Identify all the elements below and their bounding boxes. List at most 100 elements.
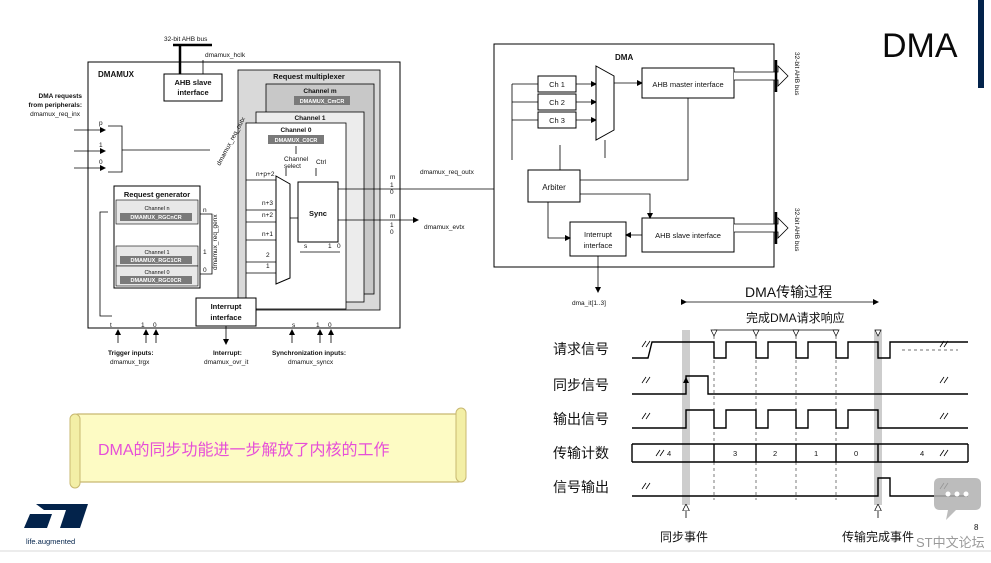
arbiter-label: Arbiter (542, 183, 566, 192)
out-0: 0 (390, 189, 394, 196)
channel-0-title: Channel 0 (280, 127, 311, 134)
mux-in-np2: n+p+2 (256, 171, 275, 178)
sync-in-bit-0: 0 (328, 322, 332, 329)
callout-scroll: DMA的同步功能进一步解放了内核的工作 (69, 407, 467, 489)
req-in-1: 1 (99, 142, 103, 149)
ahb-master-label: AHB master interface (652, 80, 723, 89)
dma-interrupt-line1: Interrupt (584, 230, 613, 239)
row-request: 请求信号 (553, 341, 609, 357)
interrupt-signal: dmamux_ovr_it (204, 359, 249, 366)
requests-label-3: dmamux_req_inx (30, 111, 81, 118)
gen-channel-0: Channel 0 (144, 270, 169, 276)
mux-in-2: 2 (266, 252, 270, 259)
req-outx-label: dmamux_req_outx (420, 169, 475, 176)
req-genx-label: dmamux_req_genx (212, 214, 219, 270)
dmamux-interrupt-line1: Interrupt (211, 302, 242, 311)
dma-ch1: Ch 1 (549, 80, 565, 89)
count-1: 3 (733, 449, 737, 458)
sync-bit-s: s (304, 243, 308, 250)
dma-ch3: Ch 3 (549, 116, 565, 125)
gen-register-1: DMAMUX_RGC1CR (130, 258, 181, 264)
out-m: m (390, 174, 395, 181)
trig-bit-t: t (110, 322, 112, 329)
wave-request (632, 341, 968, 359)
mux-in-n2: n+2 (262, 212, 273, 219)
gen-out-0: 0 (203, 267, 207, 274)
sync-inputs-label: Synchronization inputs: (272, 350, 346, 357)
wave-signal-out (632, 477, 968, 497)
count-5: 4 (920, 449, 924, 458)
req-in-0: 0 (99, 159, 103, 166)
mux-in-n3: n+3 (262, 200, 273, 207)
trigger-inputs-signal: dmamux_trgx (110, 359, 150, 366)
channel-0-register: DMAMUX_C0CR (275, 138, 318, 144)
gen-channel-1: Channel 1 (144, 250, 169, 256)
response-markers (710, 329, 882, 337)
dma-title: DMA (615, 53, 633, 62)
channel-1-title: Channel 1 (294, 115, 325, 122)
dmamux-title: DMAMUX (98, 70, 135, 79)
evt-1: 1 (390, 222, 394, 229)
channel-m-register: DMAMUX_CmCR (300, 99, 345, 105)
dma-it-label: dma_it[1..3] (572, 300, 606, 307)
slide-title: DMA (882, 27, 958, 65)
row-count: 传输计数 (553, 445, 609, 461)
title-accent-bar (978, 0, 984, 88)
sync-event-label: 同步事件 (660, 530, 708, 544)
hclk-label: dmamux_hclk (205, 52, 246, 59)
mux-in-n1: n+1 (262, 231, 273, 238)
sync-inputs-signal: dmamux_syncx (288, 359, 334, 366)
wave-output (632, 409, 968, 429)
requests-label-2: from peripherals: (29, 102, 82, 109)
trig-bit-1: 1 (141, 322, 145, 329)
callout-text: DMA的同步功能进一步解放了内核的工作 (98, 441, 390, 459)
count-3: 1 (814, 449, 818, 458)
row-output: 输出信号 (553, 411, 609, 427)
sync-bit-1: 1 (328, 243, 332, 250)
count-2: 2 (773, 449, 777, 458)
dma-block: DMA Ch 1 Ch 2 Ch 3 AHB master interface … (493, 43, 800, 307)
req-in-p: p (99, 120, 103, 127)
wave-count (631, 443, 969, 463)
evtx-label: dmamux_evtx (424, 224, 465, 231)
dmamux-block: DMAMUX 32-bit AHB bus dmamux_hclk AHB sl… (29, 36, 401, 366)
ctrl-label: Ctrl (316, 159, 327, 166)
break-marks (641, 340, 949, 490)
forum-watermark: ST中文论坛 (916, 478, 985, 550)
count-0: 4 (667, 449, 671, 458)
ahb-slave-label: AHB slave interface (655, 231, 721, 240)
st-logo: life.augmented (24, 504, 88, 546)
dmamux-ahb-bus-label: 32-bit AHB bus (164, 36, 208, 43)
sync-label: Sync (309, 209, 327, 218)
out-1: 1 (390, 182, 394, 189)
gen-register-n: DMAMUX_RGCnCR (130, 215, 181, 221)
watermark-text: ST中文论坛 (916, 535, 985, 550)
channel-mux (275, 175, 291, 285)
dmamux-ahb-slave-line2: interface (177, 88, 208, 97)
sync-bit-0: 0 (337, 243, 341, 250)
dma-process-label: DMA传输过程 (745, 284, 832, 300)
dma-bus-bottom: 32-bit AHB bus (793, 208, 800, 252)
gen-out-n: n (203, 207, 207, 214)
requests-label-1: DMA requests (39, 93, 83, 100)
gen-register-0: DMAMUX_RGC0CR (130, 278, 181, 284)
row-signal-out: 信号输出 (553, 479, 609, 495)
evt-0: 0 (390, 229, 394, 236)
request-generator-title: Request generator (124, 190, 190, 199)
gen-channel-n: Channel n (144, 206, 169, 212)
complete-event-label: 传输完成事件 (842, 529, 914, 544)
gen-out-1: 1 (203, 249, 207, 256)
channel-m-title: Channel m (303, 88, 336, 95)
sync-in-bit-1: 1 (316, 322, 320, 329)
dma-interrupt-line2: interface (584, 241, 613, 250)
complete-response-label: 完成DMA请求响应 (746, 310, 845, 325)
evt-m: m (390, 213, 395, 220)
dma-ch2: Ch 2 (549, 98, 565, 107)
logo-tagline: life.augmented (26, 537, 75, 546)
chat-bubble-icon (934, 478, 981, 520)
mux-in-1: 1 (266, 263, 270, 270)
timing-diagram: DMA传输过程 完成DMA请求响应 请求信号 同步信号 输出信号 传输计数 信号… (553, 284, 969, 544)
trig-bit-0: 0 (153, 322, 157, 329)
